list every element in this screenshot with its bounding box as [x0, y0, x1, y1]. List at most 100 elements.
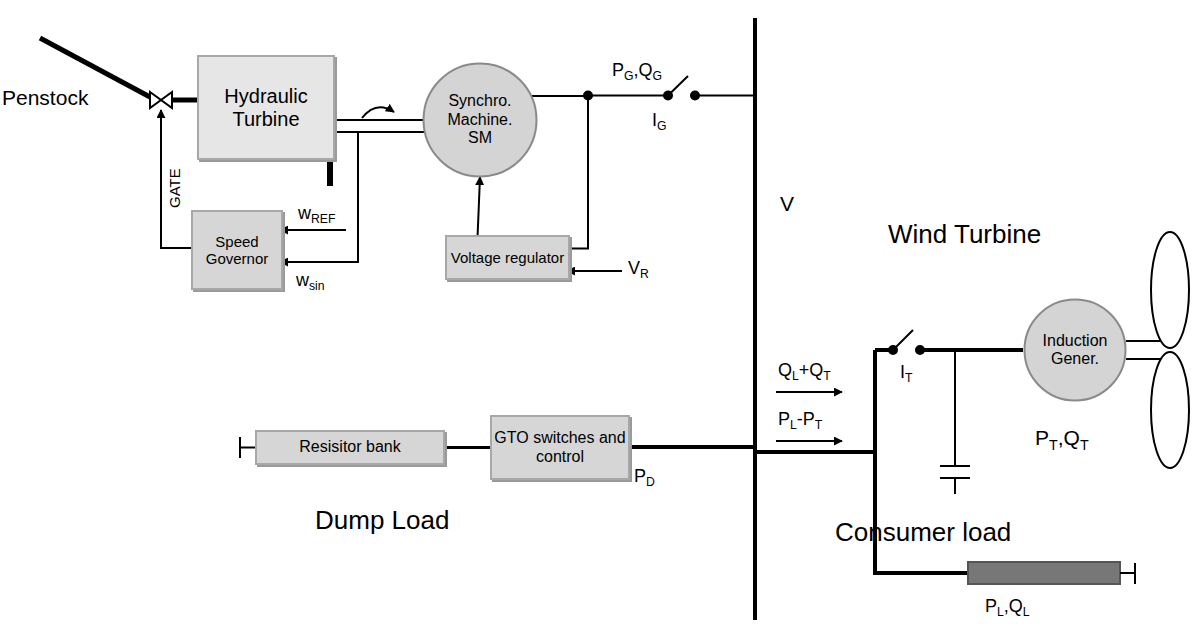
rotation-arrow	[362, 107, 394, 118]
consumer-load	[968, 562, 1120, 584]
subscript: T	[823, 369, 830, 383]
symbol-text: P	[1035, 426, 1049, 449]
capacitor-lead	[954, 478, 956, 494]
breaker-blade	[893, 330, 913, 350]
subscript: REF	[311, 212, 335, 226]
symbol-text: w	[296, 270, 309, 290]
subscript: T	[905, 371, 912, 385]
dump-wire	[445, 446, 490, 449]
power-label: PT,QT	[1035, 426, 1089, 453]
section-title: Consumer load	[835, 518, 1011, 548]
bus-voltage-label: V	[780, 192, 794, 216]
subscript: L	[792, 369, 799, 383]
signal-name: wREF	[298, 203, 335, 226]
ground-lead	[240, 447, 255, 449]
governor-box: Speed Governor	[191, 210, 283, 290]
gate-valve	[161, 92, 172, 108]
breaker-contact	[691, 92, 699, 100]
subscript: T	[1049, 437, 1058, 453]
subscript: T	[1080, 437, 1089, 453]
breaker-contact	[916, 346, 924, 354]
rotor-blade	[1151, 232, 1189, 348]
generator-wire	[699, 95, 755, 97]
power-label: PD	[634, 466, 655, 489]
subscript: D	[646, 475, 655, 489]
symbol-text: GATE	[166, 168, 183, 208]
node-label: Induction Gener.	[1033, 332, 1117, 369]
voltage-sense-wire	[532, 96, 588, 249]
machine-circle	[424, 64, 537, 177]
shaft	[330, 131, 424, 133]
symbol-text: Dump Load	[315, 505, 449, 535]
turbine-box: Hydraulic Turbine	[197, 55, 335, 160]
symbol-text: P	[778, 409, 790, 429]
subscript: G	[657, 119, 667, 133]
subscript: R	[640, 267, 649, 281]
draft-tube	[327, 160, 333, 186]
induction-generator: Induction Gener.	[1023, 298, 1127, 402]
flow-label: QL+QT	[778, 360, 831, 383]
flow-label: PL-PT	[778, 409, 822, 432]
resistor-bank-box: Resisitor bank	[255, 430, 445, 465]
power-label: PL,QL	[985, 596, 1030, 619]
symbol-text: Wind Turbine	[888, 219, 1041, 249]
symbol-text: P	[612, 60, 624, 80]
bus-bar	[753, 18, 757, 620]
rotor-shaft	[1126, 358, 1162, 360]
symbol-text: ,Q	[1004, 596, 1023, 616]
power-label: PG,QG	[612, 60, 662, 83]
section-title: Wind Turbine	[888, 220, 1041, 250]
ground-symbol	[1134, 563, 1136, 584]
subscript: L	[997, 605, 1004, 619]
speed-reference	[280, 229, 346, 231]
flow-arrow	[776, 440, 842, 442]
subscript: T	[815, 418, 822, 432]
symbol-text: ,Q	[1058, 426, 1080, 449]
turbine-wire	[875, 348, 889, 352]
signal-name: VR	[628, 258, 649, 281]
dump-feeder	[625, 445, 755, 449]
rotor-shaft	[1126, 340, 1162, 342]
node-label: Hydraulic Turbine	[199, 85, 333, 131]
node-label: Resisitor bank	[299, 438, 400, 456]
load-feeder	[875, 571, 968, 575]
voltage-reference	[567, 270, 622, 272]
capacitor-plate	[940, 465, 970, 467]
machine-circle	[1025, 300, 1126, 401]
subscript: G	[624, 69, 634, 83]
symbol-text: V	[628, 258, 640, 278]
current-label: IG	[652, 110, 667, 133]
subscript: L	[1023, 605, 1030, 619]
symbol-text: w	[298, 203, 311, 223]
subscript: sin	[309, 279, 325, 293]
symbol-text: V	[780, 192, 794, 215]
symbol-text: P	[634, 466, 646, 486]
penstock-label: Penstock	[2, 86, 88, 110]
node-label: Voltage regulator	[451, 249, 564, 266]
regulator-box: Voltage regulator	[445, 235, 570, 280]
section-title: Dump Load	[315, 506, 449, 536]
current-label: IT	[900, 362, 913, 385]
symbol-text: P	[985, 596, 997, 616]
synchronous-machine: Synchro. Machine. SM	[422, 62, 538, 178]
symbol-text: I	[652, 110, 657, 130]
symbol-text: +Q	[799, 360, 824, 380]
load-feeder	[755, 450, 875, 454]
shaft	[335, 119, 423, 121]
ground-symbol	[239, 437, 241, 458]
rotor-blade	[1151, 352, 1189, 468]
capacitor-lead	[954, 350, 956, 466]
symbol-text: I	[900, 362, 905, 382]
symbol-text: -P	[797, 409, 815, 429]
node-label: Synchro. Machine. SM	[438, 92, 522, 147]
ground-lead	[1120, 572, 1135, 574]
excitation-signal	[478, 177, 480, 235]
gto-switch-box: GTO switches and control	[490, 415, 630, 480]
breaker-blade	[668, 76, 688, 96]
flow-arrow	[776, 391, 842, 393]
symbol-text: ,Q	[634, 60, 653, 80]
gate-label: GATE	[166, 168, 183, 208]
turbine-wire	[924, 348, 1023, 352]
